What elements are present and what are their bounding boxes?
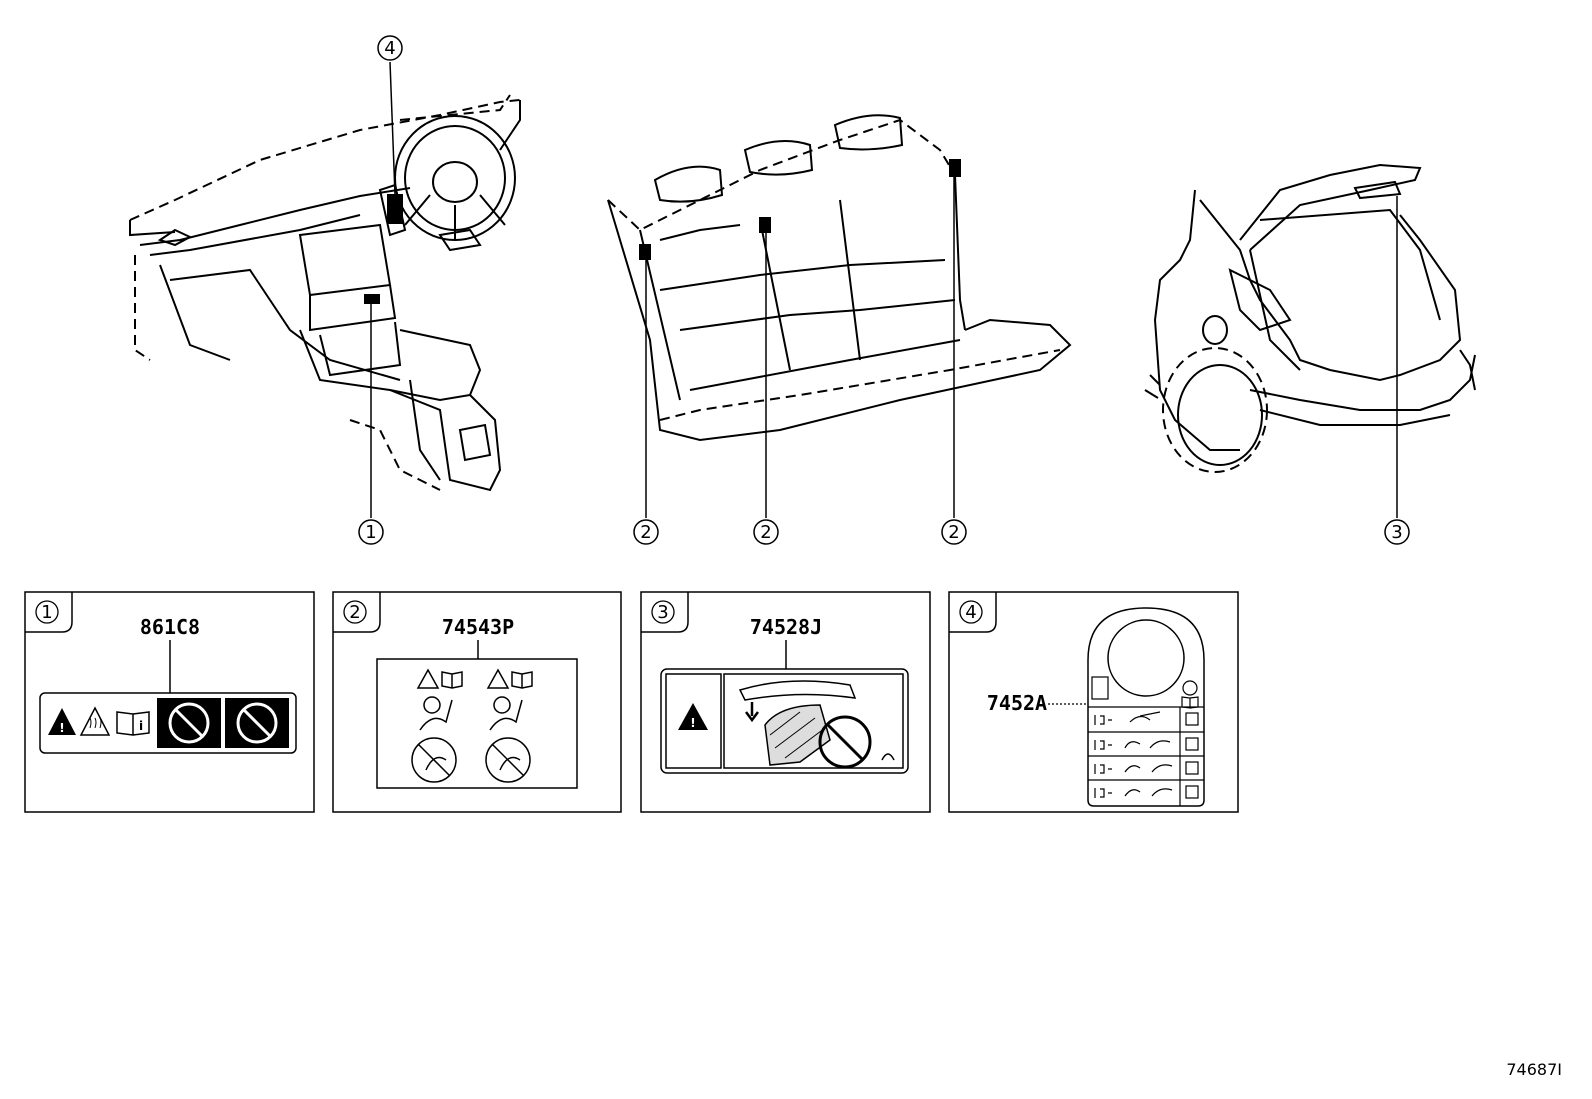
svg-text:i: i	[139, 719, 143, 733]
panel-3: 3 74528J !	[640, 591, 931, 813]
seatbelt-warning-left-icon	[411, 668, 463, 783]
panel-4-number: 4	[965, 602, 976, 623]
panel-4: 4 7452A	[948, 591, 1239, 813]
shift-instruction-rows	[1088, 706, 1204, 806]
panel-1-number: 1	[41, 602, 52, 623]
panel-2-number: 2	[349, 602, 360, 623]
panel-2: 2 74543P	[332, 591, 622, 813]
svg-text:2: 2	[760, 522, 771, 543]
panel-3-number: 3	[657, 602, 668, 623]
callout-seat-mid: 2	[753, 519, 779, 545]
callout-seat-left: 2	[633, 519, 659, 545]
warning-triangle-icon: !	[678, 703, 708, 730]
svg-text:4: 4	[384, 38, 395, 59]
panel-2-part-number: 74543P	[442, 615, 514, 639]
rear-seat-illustration	[607, 114, 1072, 442]
tailgate-pinch-icon	[738, 680, 895, 769]
svg-text:!: !	[59, 721, 64, 735]
svg-text:3: 3	[1391, 522, 1402, 543]
heat-warning-icon	[79, 706, 111, 736]
figure-code: 74687I	[1506, 1060, 1562, 1079]
svg-text:1: 1	[365, 522, 376, 543]
callout-dash: 1	[358, 519, 384, 545]
dashboard-illustration	[129, 94, 521, 492]
seatbelt-warning-right-icon	[485, 668, 533, 783]
panel-4-part-number: 7452A	[987, 691, 1047, 715]
panel-1-part-number: 861C8	[140, 615, 200, 639]
callout-tailgate: 3	[1384, 519, 1410, 545]
svg-text:2: 2	[948, 522, 959, 543]
svg-text:2: 2	[640, 522, 651, 543]
warning-triangle-icon: !	[48, 708, 76, 735]
callout-steering: 4	[377, 35, 403, 61]
svg-text:!: !	[690, 716, 695, 730]
panel-1: 1 861C8 ! i	[24, 591, 315, 813]
callout-seat-right: 2	[941, 519, 967, 545]
panel-3-part-number: 74528J	[750, 615, 822, 639]
manual-icon: i	[116, 711, 150, 736]
rear-car-illustration	[1144, 163, 1476, 473]
